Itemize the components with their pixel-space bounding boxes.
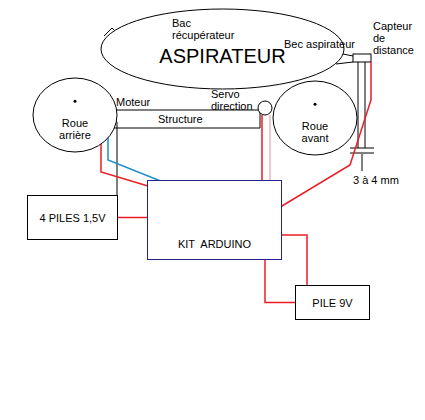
servo-symbol	[258, 101, 272, 115]
wire-red	[261, 115, 263, 186]
sensor-rod	[365, 62, 366, 148]
part-label: Bec aspirateur	[284, 38, 374, 50]
arduino-board: KIT ARDUINO	[147, 180, 282, 260]
battery-pack: 4 PILES 1,5V	[27, 195, 118, 240]
power-wire	[265, 260, 295, 303]
part-label: Servo direction	[211, 88, 261, 112]
structure-bar	[112, 128, 260, 129]
part-label: Bac récupérateur	[172, 17, 248, 41]
front-wheel: Roue avant	[272, 80, 358, 156]
rear-wheel-outline	[32, 77, 118, 153]
ground-tick	[350, 148, 374, 149]
part-label: Structure	[157, 113, 204, 125]
node-text: Roue avant	[287, 120, 343, 144]
part-label: Capteur de distance	[373, 20, 422, 56]
sensor-rod	[358, 62, 359, 148]
distance-sensor	[353, 54, 371, 62]
power-wire	[118, 217, 147, 219]
part-label: Moteur	[116, 96, 166, 108]
node-text: 4 PILES 1,5V	[39, 212, 105, 224]
front-wheel-outline	[272, 80, 358, 156]
battery-9v: PILE 9V	[295, 285, 370, 320]
rear-wheel: Roue arrière	[32, 77, 118, 153]
node-text: PILE 9V	[312, 297, 352, 309]
tube-line	[336, 62, 353, 64]
node-text: KIT ARDUINO	[178, 238, 251, 250]
dimension-label: 3 à 4 mm	[352, 174, 400, 186]
leader-line	[362, 154, 363, 171]
wire-red	[272, 62, 371, 212]
power-wire	[282, 235, 307, 285]
wire-blue	[108, 115, 178, 188]
node-text: ASPIRATEUR	[159, 45, 285, 67]
node-text: Roue arrière	[47, 117, 103, 141]
